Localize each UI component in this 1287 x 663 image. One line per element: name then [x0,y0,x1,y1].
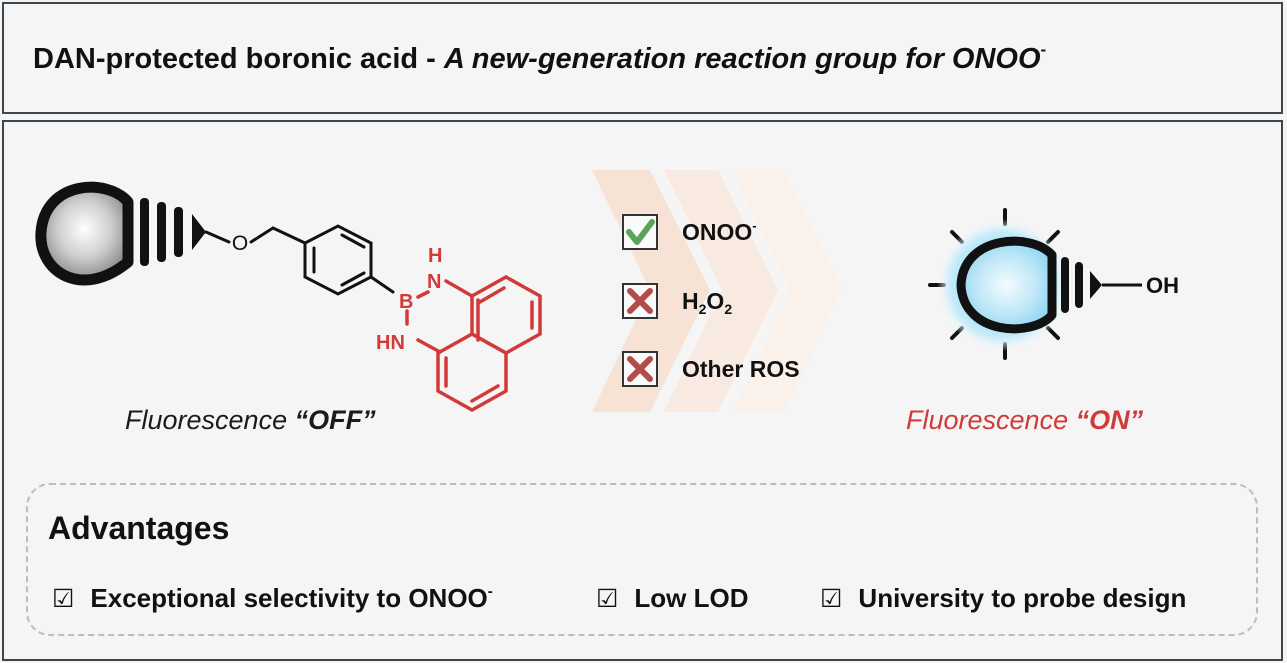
nh-bottom-label: HN [376,332,405,354]
checkbox-icon: ☑ [52,585,75,613]
advantages-box [26,483,1258,636]
selectivity-h2o2-label: H2O2 [682,288,733,317]
oxygen-label: O [232,232,248,255]
boron-label: B [399,291,413,313]
caption-fluorescence-on: Fluorescence “ON” [906,405,1144,435]
advantages-title: Advantages [48,510,230,546]
caption-fluorescence-off: Fluorescence “OFF” [125,405,376,435]
advantage-selectivity: ☑Exceptional selectivity to ONOO- [52,583,493,613]
title-italic: A new-generation reaction group for ONOO [443,43,1041,75]
checkbox-icon: ☑ [820,585,843,613]
nh-top-h: H [428,245,442,267]
advantage-probe-design: ☑University to probe design [820,583,1187,613]
advantage-low-lod: ☑Low LOD [596,583,749,613]
title-superscript: - [1040,40,1047,59]
fluorophore-off-icon [35,181,206,286]
fluorophore-on-icon [928,208,1142,360]
title-plain: DAN-protected boronic acid - [33,43,444,75]
title-box [2,2,1283,114]
oh-label: OH [1146,273,1179,298]
cross-icon [622,351,658,387]
nh-top-n: N [427,271,441,293]
cross-icon [622,283,658,319]
selectivity-other-ros-label: Other ROS [682,356,800,382]
checkbox-icon: ☑ [596,585,619,613]
selectivity-onoo-label: ONOO- [682,218,757,245]
check-icon [622,214,658,250]
linker-bonds [204,224,395,296]
page-title: DAN-protected boronic acid - A new-gener… [33,40,1046,76]
dan-group [405,274,542,413]
